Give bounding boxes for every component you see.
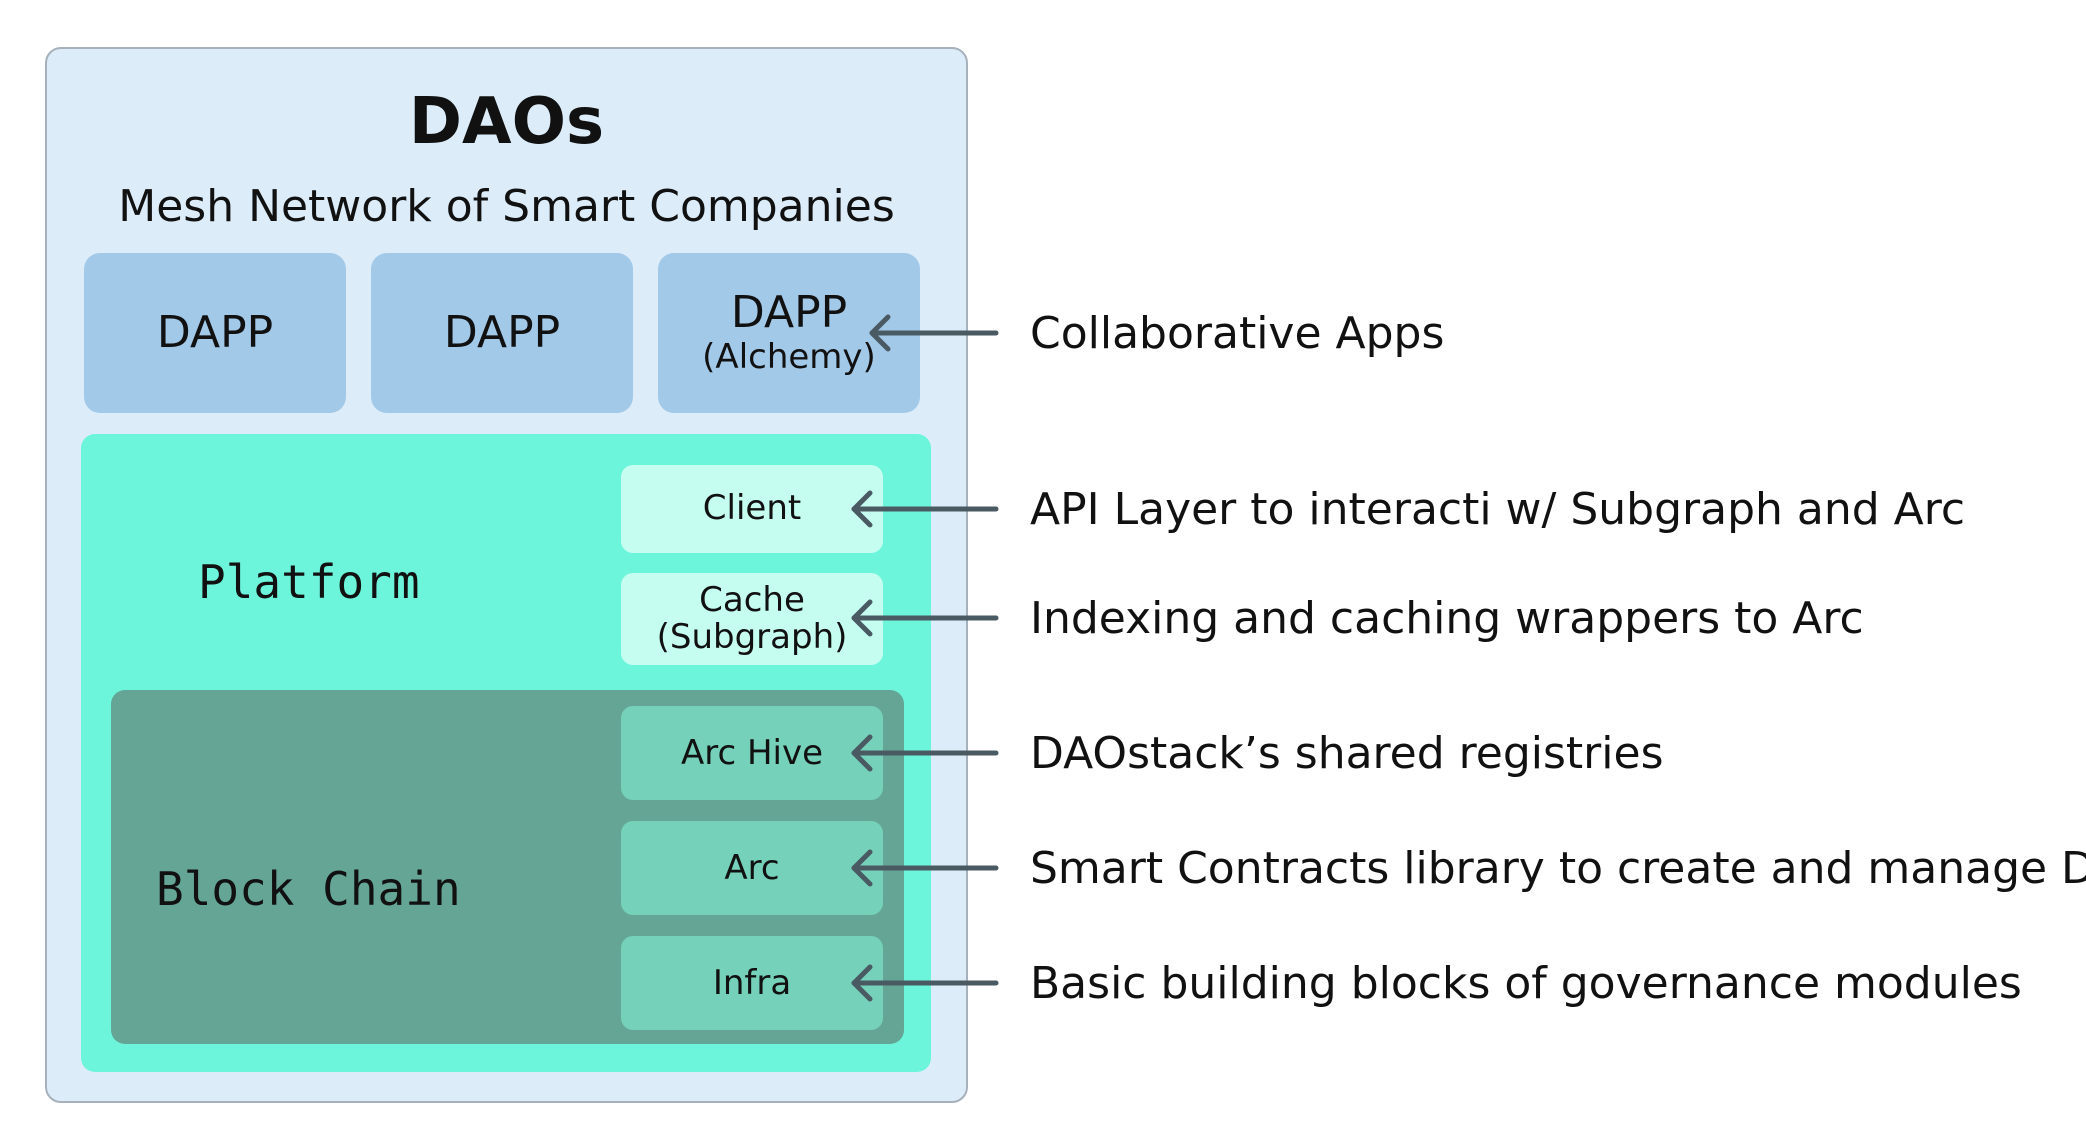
dapp-label: DAPP [730, 287, 848, 339]
cache-sublabel: (Subgraph) [656, 617, 848, 657]
annotation-collaborative-apps: Collaborative Apps [1030, 307, 1445, 359]
annotation-indexing-caching: Indexing and caching wrappers to Arc [1030, 592, 1864, 644]
dapp-box-1: DAPP [84, 253, 346, 413]
cache-label: Cache [699, 579, 805, 620]
client-label: Client [702, 488, 802, 529]
annotation-building-blocks: Basic building blocks of governance modu… [1030, 957, 2022, 1009]
annotation-api-layer: API Layer to interacti w/ Subgraph and A… [1030, 483, 1966, 535]
annotation-shared-registries: DAOstack’s shared registries [1030, 727, 1664, 779]
annotation-smart-contracts: Smart Contracts library to create and ma… [1030, 842, 2086, 894]
dapp-box-2: DAPP [371, 253, 633, 413]
dapp-label: DAPP [156, 306, 274, 358]
dapp-sublabel: (Alchemy) [702, 336, 876, 377]
arc-hive-box: Arc Hive [621, 706, 883, 800]
client-box: Client [621, 465, 883, 553]
arc-hive-label: Arc Hive [680, 733, 824, 773]
infra-box: Infra [621, 936, 883, 1030]
cache-box: Cache (Subgraph) [621, 573, 883, 665]
diagram-subtitle: Mesh Network of Smart Companies [118, 180, 895, 232]
arc-label: Arc [724, 848, 780, 888]
dapp-label: DAPP [443, 306, 561, 358]
infra-label: Infra [712, 963, 792, 1003]
blockchain-label: Block Chain [156, 862, 461, 916]
dapp-box-alchemy: DAPP (Alchemy) [658, 253, 920, 413]
arc-box: Arc [621, 821, 883, 915]
platform-label: Platform [198, 555, 420, 609]
diagram-title: DAOs [408, 85, 605, 159]
